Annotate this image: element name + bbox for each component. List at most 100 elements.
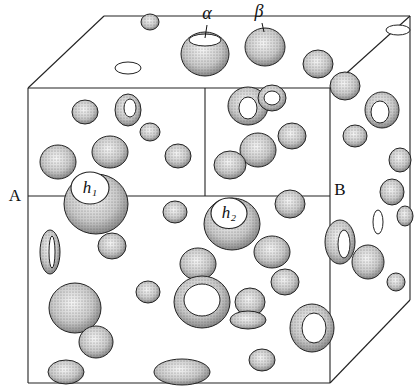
particle-body bbox=[72, 100, 98, 124]
particle-stipple bbox=[258, 85, 286, 111]
particle bbox=[325, 220, 355, 264]
phase-label: α bbox=[202, 4, 211, 24]
particle bbox=[387, 273, 405, 291]
particle-stipple bbox=[40, 230, 60, 274]
particle bbox=[290, 304, 334, 352]
particle-stipple bbox=[92, 136, 128, 168]
particle-stipple bbox=[79, 326, 113, 358]
particle bbox=[386, 25, 410, 35]
cube-edge bbox=[28, 16, 104, 88]
particle-stipple bbox=[325, 220, 355, 264]
particle bbox=[165, 144, 191, 168]
particle bbox=[115, 62, 141, 74]
cube-edge bbox=[204, 88, 205, 196]
particle-body bbox=[174, 276, 230, 328]
particle-stipple bbox=[343, 125, 367, 147]
particle-body bbox=[165, 144, 191, 168]
particle-body bbox=[386, 25, 410, 35]
particle-body bbox=[271, 269, 299, 295]
particle bbox=[174, 276, 230, 328]
particle-section bbox=[338, 230, 350, 258]
particle-body bbox=[245, 28, 285, 66]
particle-stipple bbox=[174, 276, 230, 328]
particle-section bbox=[239, 97, 257, 119]
particle-stipple bbox=[275, 190, 305, 218]
particle-section bbox=[49, 236, 55, 268]
particle-stipple bbox=[249, 349, 275, 371]
particle bbox=[115, 94, 141, 126]
particle bbox=[40, 230, 60, 274]
particle bbox=[163, 201, 187, 223]
particle-body bbox=[115, 62, 141, 74]
particle-stipple bbox=[180, 248, 216, 280]
particle-body bbox=[380, 179, 404, 205]
phase-label: β bbox=[255, 2, 264, 22]
particle-stipple bbox=[352, 245, 384, 279]
particle-stipple bbox=[389, 148, 411, 172]
particle-stipple bbox=[115, 94, 141, 126]
particle-section bbox=[184, 284, 220, 316]
particle-stipple bbox=[48, 360, 84, 384]
particle-stipple bbox=[330, 72, 360, 100]
particle-body bbox=[49, 283, 101, 333]
particle-stipple bbox=[380, 179, 404, 205]
particle-body bbox=[254, 236, 290, 268]
particle-stipple bbox=[290, 304, 334, 352]
particle bbox=[258, 85, 286, 111]
particle-body bbox=[136, 281, 160, 303]
particle-body bbox=[389, 148, 411, 172]
particle bbox=[352, 245, 384, 279]
particle-body bbox=[204, 198, 260, 250]
particle bbox=[49, 283, 101, 333]
particle-stipple bbox=[181, 32, 229, 76]
particle-body bbox=[249, 349, 275, 371]
particle-body bbox=[115, 94, 141, 126]
particle bbox=[72, 100, 98, 124]
particle-stipple bbox=[140, 123, 160, 141]
cube-edge bbox=[28, 87, 330, 88]
particle-stipple bbox=[397, 206, 413, 226]
leader-lines bbox=[205, 23, 264, 38]
particle-body bbox=[40, 145, 76, 179]
particle bbox=[343, 125, 367, 147]
section-shape bbox=[211, 198, 247, 229]
cube-edge bbox=[330, 300, 410, 383]
particle-section bbox=[302, 313, 326, 343]
particle bbox=[303, 50, 333, 78]
particle-stipple bbox=[141, 14, 159, 30]
particle-body bbox=[154, 359, 210, 385]
cube-edge bbox=[27, 88, 28, 383]
particle bbox=[79, 326, 113, 358]
section-ellipse: h₁ bbox=[70, 171, 110, 205]
section-height-label: h₁ bbox=[83, 179, 97, 198]
particle bbox=[48, 360, 84, 384]
particle bbox=[397, 206, 413, 226]
particle-body bbox=[365, 92, 399, 128]
particle-body bbox=[275, 190, 305, 218]
particle-body bbox=[79, 326, 113, 358]
particle-body bbox=[325, 220, 355, 264]
particle-stipple bbox=[365, 92, 399, 128]
particle-stipple bbox=[230, 311, 266, 329]
particle-body bbox=[141, 14, 159, 30]
particle-body bbox=[40, 230, 60, 274]
particle-section bbox=[371, 101, 389, 123]
particle bbox=[98, 233, 126, 259]
particle-stipple bbox=[98, 233, 126, 259]
leader-line bbox=[205, 25, 207, 38]
particle-stipple bbox=[254, 236, 290, 268]
particle bbox=[214, 151, 246, 179]
particle bbox=[249, 349, 275, 371]
particle-section bbox=[264, 91, 280, 105]
particle-body bbox=[278, 123, 306, 149]
section-height-label: h₂ bbox=[222, 204, 236, 223]
particle-stipple bbox=[49, 283, 101, 333]
particle-body bbox=[258, 85, 286, 111]
particle bbox=[275, 190, 305, 218]
particle bbox=[181, 32, 229, 76]
particle bbox=[365, 92, 399, 128]
particle-stipple bbox=[165, 144, 191, 168]
